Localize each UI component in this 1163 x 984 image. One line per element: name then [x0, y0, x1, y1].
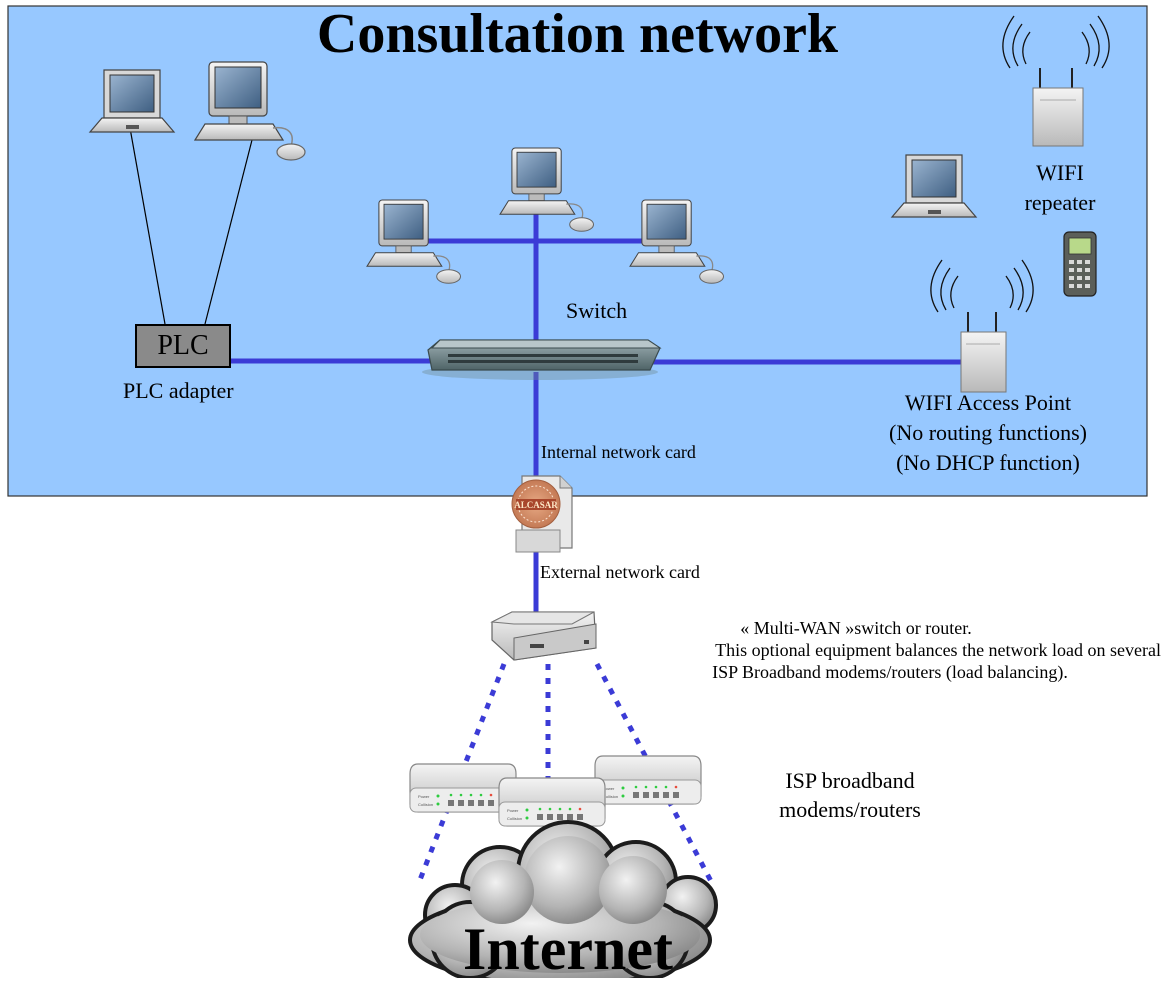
wifi-access-point-icon: [930, 259, 1034, 393]
wifi-repeater-label-line2: repeater: [1024, 190, 1096, 215]
switch-label: Switch: [566, 298, 628, 323]
alcasar-seal-text: ALCASAR: [514, 500, 558, 510]
multiwan-label-line1: « Multi-WAN »switch or router.: [740, 618, 972, 638]
wifi-repeater-icon: [1002, 15, 1110, 147]
multiwan-label-line2: This optional equipment balances the net…: [715, 640, 1161, 660]
isp-label-line1: ISP broadband: [785, 768, 915, 793]
plc-box: PLC: [135, 324, 231, 368]
isp-label-line2: modems/routers: [779, 797, 921, 822]
wifi-ap-label-line3: (No DHCP function): [896, 450, 1080, 475]
mobile-phone-icon: [1063, 231, 1097, 297]
wifi-ap-label-line1: WIFI Access Point: [904, 390, 1072, 415]
dotted-links: [415, 662, 716, 887]
internet-label: Internet: [463, 916, 673, 982]
plc-cables: [129, 127, 253, 325]
wifi-repeater-label-line1: WIFI: [1036, 160, 1084, 185]
multiwan-label-line3: ISP Broadband modems/routers (load balan…: [712, 662, 1068, 682]
network-switch-icon: [422, 339, 662, 380]
wifi-ap-label-line2: (No routing functions): [889, 420, 1087, 445]
wired-links: [231, 210, 962, 622]
broadband-modem-icon: [594, 755, 702, 805]
broadband-modem-icon: [498, 777, 606, 827]
alcasar-server-icon: ALCASAR: [511, 475, 573, 553]
plc-adapter-label: PLC adapter: [123, 378, 234, 403]
consultation-network-area: [7, 5, 1148, 497]
internal-card-label: Internal network card: [541, 442, 696, 462]
external-card-label: External network card: [540, 562, 700, 582]
multi-wan-router-icon: [490, 611, 597, 661]
diagram-title: Consultation network: [316, 3, 839, 65]
internet-cloud-inner: [420, 836, 700, 973]
